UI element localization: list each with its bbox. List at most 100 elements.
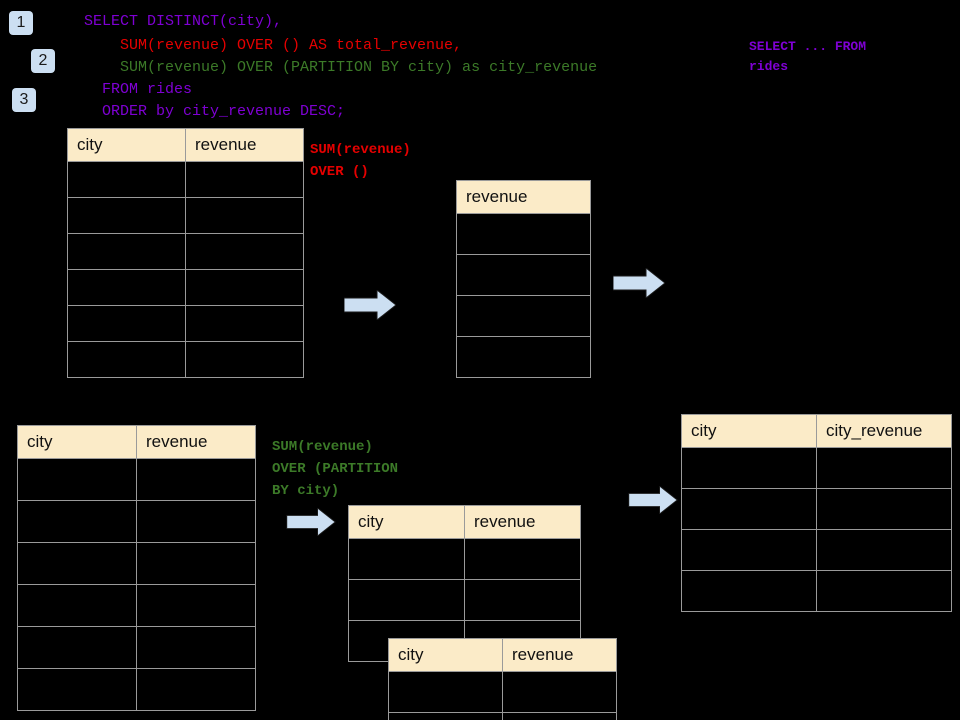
table-header-row: city city_revenue bbox=[681, 414, 952, 448]
side-note-line-2: rides bbox=[749, 59, 789, 74]
cell-city-revenue bbox=[816, 529, 952, 571]
side-note-line-1: SELECT ... FROM bbox=[749, 39, 867, 54]
cell-city bbox=[67, 305, 186, 342]
table-row bbox=[456, 295, 591, 337]
cell-revenue bbox=[185, 341, 304, 378]
table-row bbox=[388, 712, 617, 720]
flow-arrow-1 bbox=[344, 290, 396, 320]
cell-city bbox=[17, 668, 137, 711]
table-row bbox=[67, 233, 304, 270]
cell-city-revenue bbox=[816, 447, 952, 489]
column-header-revenue: revenue bbox=[136, 425, 256, 459]
cell-city bbox=[67, 269, 186, 306]
cell-revenue bbox=[456, 295, 591, 337]
cell-revenue bbox=[456, 336, 591, 378]
cell-city bbox=[681, 570, 817, 612]
table-row bbox=[17, 542, 256, 585]
cell-city bbox=[67, 233, 186, 270]
table-row bbox=[67, 305, 304, 342]
table-header-row: city revenue bbox=[67, 128, 304, 162]
sql-line-total-revenue: SUM(revenue) OVER () AS total_revenue, bbox=[84, 37, 463, 54]
partition-group-table-front: city revenue bbox=[388, 638, 617, 720]
column-header-revenue: revenue bbox=[185, 128, 304, 162]
cell-city bbox=[17, 542, 137, 585]
table-row bbox=[681, 447, 952, 489]
cell-city bbox=[348, 579, 465, 621]
cell-revenue bbox=[464, 538, 581, 580]
column-header-revenue: revenue bbox=[502, 638, 617, 672]
table-header-row: revenue bbox=[456, 180, 591, 214]
cell-revenue bbox=[136, 542, 256, 585]
table-header-row: city revenue bbox=[348, 505, 581, 539]
step-badge-3: 3 bbox=[12, 88, 36, 112]
cell-revenue bbox=[185, 269, 304, 306]
cell-city bbox=[17, 500, 137, 543]
table-row bbox=[456, 336, 591, 378]
cell-city bbox=[17, 626, 137, 669]
step-badge-1: 1 bbox=[9, 11, 33, 35]
cell-city bbox=[681, 488, 817, 530]
sql-line-select: SELECT DISTINCT(city), bbox=[84, 13, 283, 30]
cell-revenue bbox=[136, 500, 256, 543]
cell-city bbox=[681, 447, 817, 489]
table-row bbox=[348, 579, 581, 621]
column-header-city: city bbox=[388, 638, 503, 672]
column-header-city: city bbox=[67, 128, 186, 162]
cell-revenue bbox=[136, 626, 256, 669]
rides-source-table-partitioned: city revenue bbox=[17, 425, 256, 711]
cell-revenue bbox=[136, 668, 256, 711]
cell-revenue bbox=[185, 197, 304, 234]
column-header-city: city bbox=[348, 505, 465, 539]
table-row bbox=[67, 341, 304, 378]
cell-revenue bbox=[464, 579, 581, 621]
column-header-city-revenue: city_revenue bbox=[816, 414, 952, 448]
cell-revenue bbox=[456, 254, 591, 296]
cell-revenue bbox=[185, 233, 304, 270]
cell-city bbox=[67, 161, 186, 198]
cell-city bbox=[348, 538, 465, 580]
table-header-row: city revenue bbox=[388, 638, 617, 672]
column-header-city: city bbox=[681, 414, 817, 448]
cell-revenue bbox=[456, 213, 591, 255]
table-row bbox=[67, 269, 304, 306]
cell-city bbox=[17, 584, 137, 627]
table-row bbox=[17, 584, 256, 627]
table-row bbox=[456, 213, 591, 255]
cell-city-revenue bbox=[816, 570, 952, 612]
cell-revenue bbox=[136, 458, 256, 501]
cell-revenue bbox=[185, 161, 304, 198]
step-badge-2: 2 bbox=[31, 49, 55, 73]
table-row bbox=[17, 668, 256, 711]
cell-city bbox=[388, 712, 503, 720]
table-row bbox=[681, 570, 952, 612]
cell-city bbox=[681, 529, 817, 571]
cell-city bbox=[67, 197, 186, 234]
table-row bbox=[456, 254, 591, 296]
cell-revenue bbox=[185, 305, 304, 342]
table-row bbox=[681, 488, 952, 530]
table-header-row: city revenue bbox=[17, 425, 256, 459]
cell-city bbox=[67, 341, 186, 378]
column-header-city: city bbox=[17, 425, 137, 459]
flow-arrow-2 bbox=[613, 268, 665, 298]
final-result-table: city city_revenue bbox=[681, 414, 952, 612]
table-row bbox=[681, 529, 952, 571]
table-row bbox=[348, 538, 581, 580]
total-revenue-table: revenue bbox=[456, 180, 591, 378]
column-header-revenue: revenue bbox=[456, 180, 591, 214]
cell-revenue bbox=[502, 671, 617, 713]
annotation-city-revenue: SUM(revenue) OVER (PARTITION BY city) bbox=[272, 439, 399, 499]
cell-city bbox=[17, 458, 137, 501]
table-row bbox=[388, 671, 617, 713]
cell-city bbox=[388, 671, 503, 713]
annotation-total-revenue: SUM(revenue) OVER () bbox=[310, 142, 411, 180]
cell-city-revenue bbox=[816, 488, 952, 530]
sql-line-city-revenue: SUM(revenue) OVER (PARTITION BY city) as… bbox=[84, 59, 598, 76]
sql-line-from: FROM rides bbox=[84, 81, 193, 98]
cell-revenue bbox=[136, 584, 256, 627]
flow-arrow-3 bbox=[286, 508, 337, 536]
table-row bbox=[67, 197, 304, 234]
table-row bbox=[17, 458, 256, 501]
table-row bbox=[67, 161, 304, 198]
